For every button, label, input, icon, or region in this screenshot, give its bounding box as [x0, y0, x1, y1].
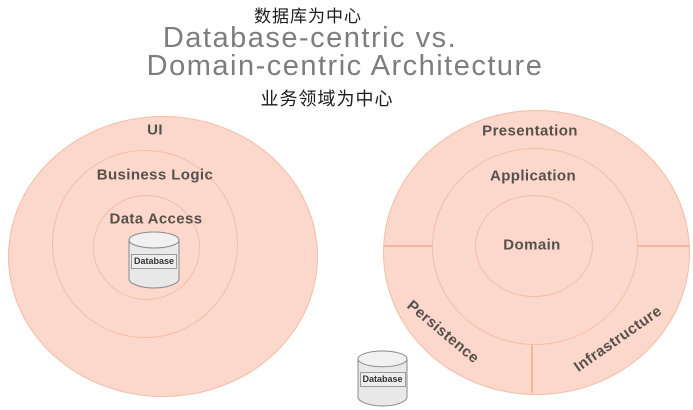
subtitle-chinese-domain-centric: 业务领域为中心	[260, 89, 394, 109]
external-database-cylinder-icon: Database	[357, 350, 408, 407]
label-presentation: Presentation	[482, 122, 578, 140]
label-domain: Domain	[503, 236, 561, 254]
subtitle-chinese-database-centric: 数据库为中心	[254, 7, 362, 26]
label-data-access: Data Access	[109, 210, 203, 228]
label-business-logic: Business Logic	[96, 166, 214, 184]
divider-left-spoke	[384, 245, 433, 247]
main-title-line1: Database-centric vs.	[162, 22, 458, 54]
divider-right-spoke	[638, 245, 689, 247]
main-title-line2: Domain-centric Architecture	[146, 50, 544, 82]
right-inner-circle-domain	[475, 195, 593, 297]
divider-bottom-spoke	[531, 345, 533, 393]
database-label: Database	[359, 372, 406, 387]
label-ui: UI	[147, 121, 163, 139]
left-middle-circle-business-logic	[52, 150, 238, 338]
database-label: Database	[130, 254, 178, 269]
database-cylinder-icon: Database	[128, 231, 180, 289]
label-application: Application	[489, 167, 577, 185]
